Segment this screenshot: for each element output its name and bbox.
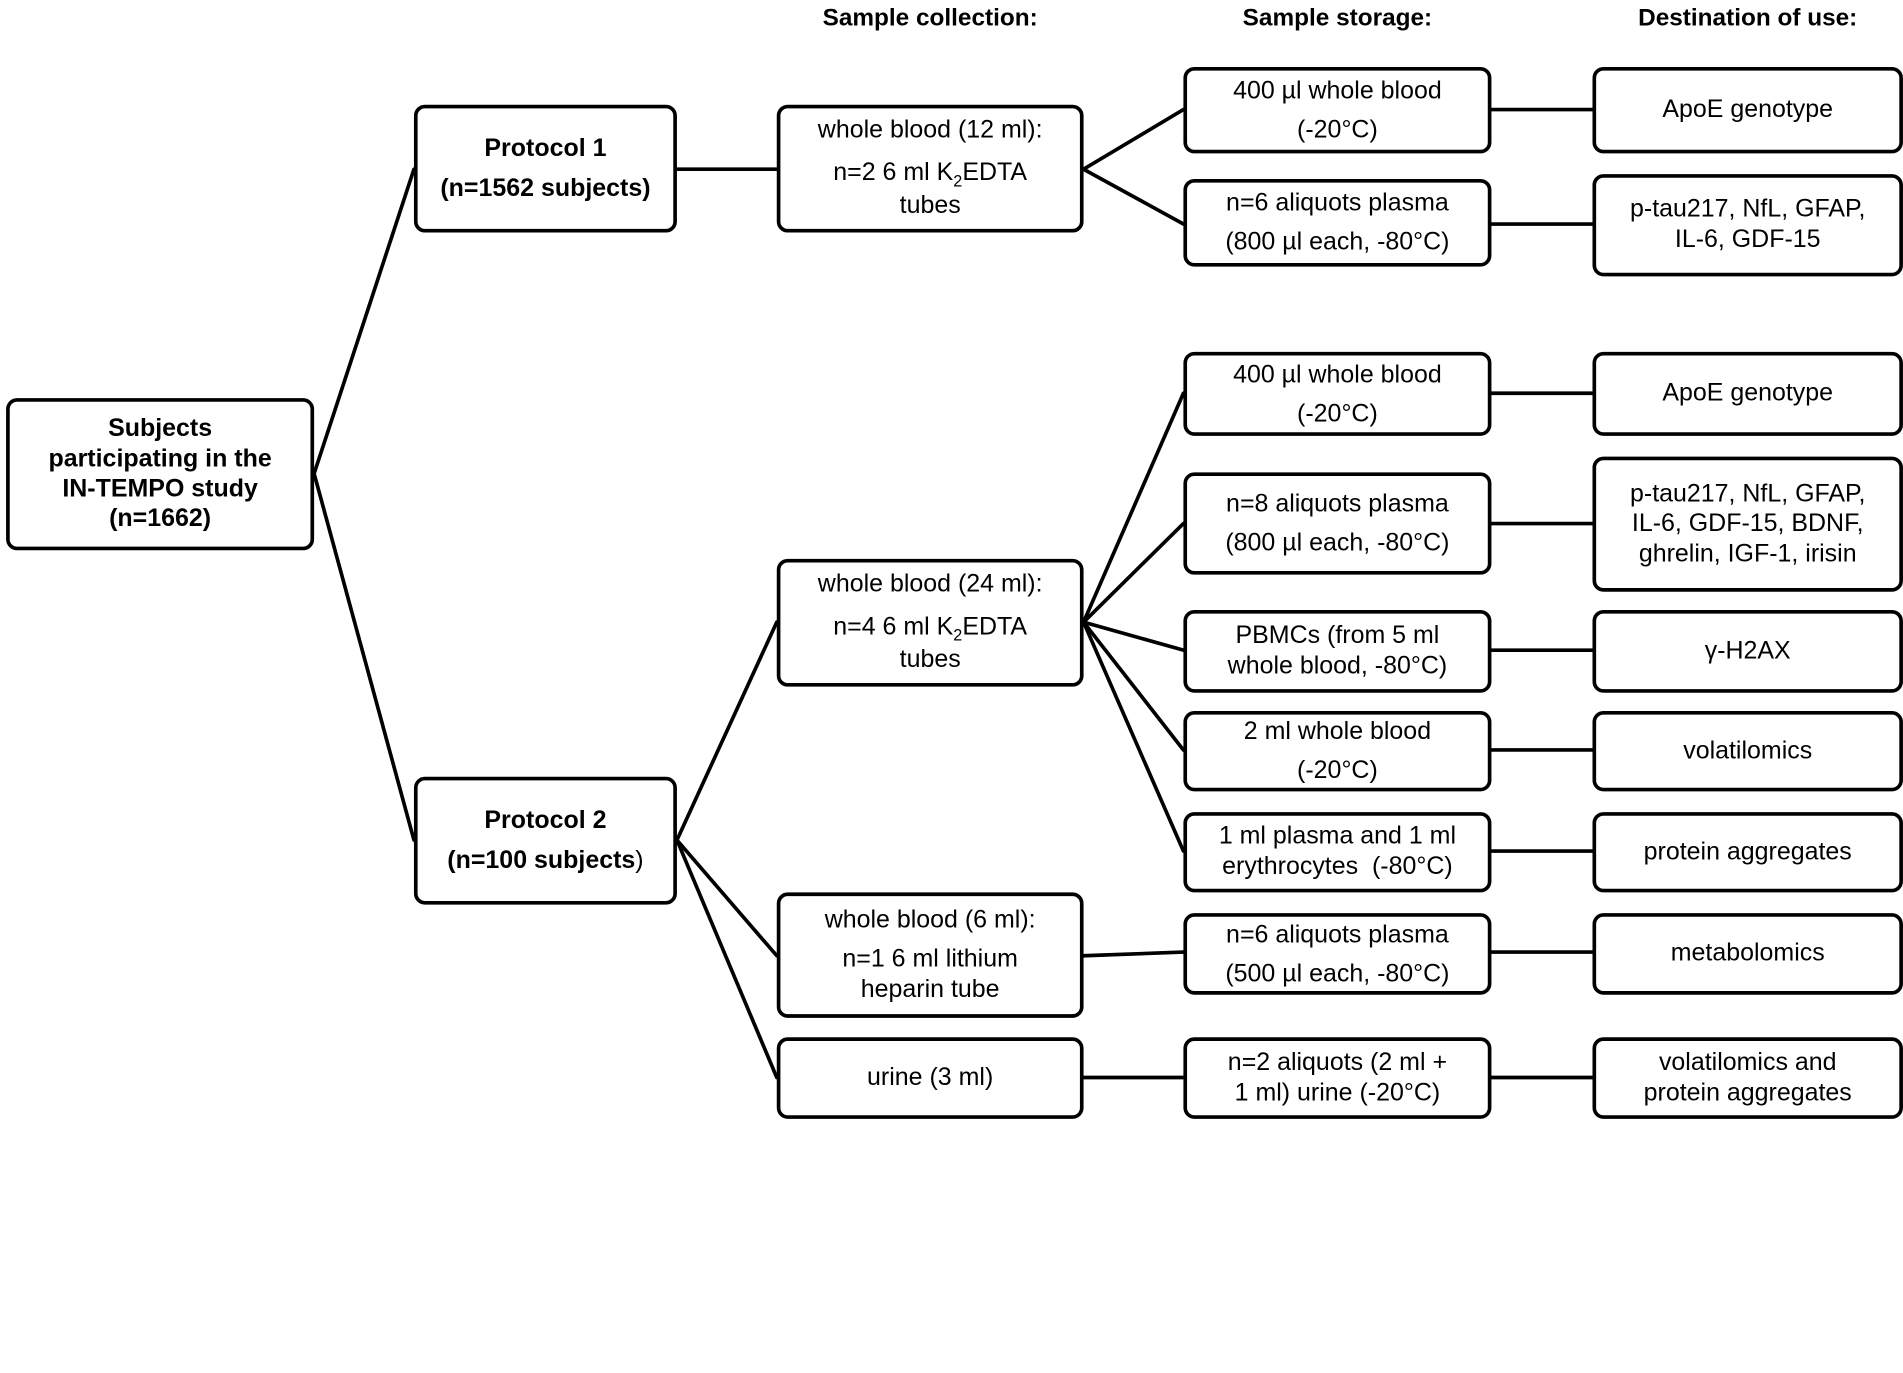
storage-line: n=8 aliquots plasma: [1226, 489, 1449, 518]
collection-line: whole blood (12 ml):: [817, 116, 1043, 145]
edge-root-protocol1: [312, 167, 416, 476]
collection-tube-text: n=2 6 ml K: [833, 158, 954, 187]
storage-line: PBMCs (from 5 ml: [1235, 621, 1440, 650]
storage-line: (500 µl each, -80°C): [1225, 958, 1450, 987]
destination-box-d2: p-tau217, NfL, GFAP, IL-6, GDF-15: [1592, 174, 1903, 277]
edge-c2-s3: [1081, 391, 1186, 624]
storage-box-s5: PBMCs (from 5 ml whole blood, -80°C): [1183, 609, 1492, 693]
storage-line: (800 µl each, -80°C): [1225, 227, 1450, 256]
connector-lines: [312, 107, 1595, 1080]
destination-line: p-tau217, NfL, GFAP,: [1630, 479, 1866, 508]
collection-line: whole blood (24 ml):: [817, 570, 1043, 599]
destination-box-d6: volatilomics: [1592, 711, 1903, 792]
collection-tube-text: EDTA: [962, 158, 1028, 187]
protocol2-count-text: (n=100 subjects: [447, 845, 636, 874]
edge-c1-s1: [1081, 107, 1186, 172]
storage-line: 1 ml plasma and 1 ml: [1218, 822, 1457, 851]
protocol2-title: Protocol 2: [484, 805, 607, 834]
edge-c2-s5: [1081, 620, 1186, 652]
destination-line: protein aggregates: [1643, 1078, 1852, 1107]
collection-line: heparin tube: [860, 974, 1000, 1003]
storage-box-s8: n=6 aliquots plasma (500 µl each, -80°C): [1183, 913, 1492, 995]
collection-line: tubes: [899, 645, 961, 674]
collection-line: n=4 6 ml K2EDTA: [818, 612, 1043, 645]
collection-tube-text: EDTA: [962, 612, 1028, 641]
storage-box-s9: n=2 aliquots (2 ml + 1 ml) urine (-20°C): [1183, 1037, 1492, 1119]
storage-box-s3: 400 µl whole blood (-20°C): [1183, 351, 1492, 436]
root-line: participating in the: [48, 444, 272, 473]
storage-line: 1 ml) urine (-20°C): [1234, 1078, 1441, 1107]
protocol1-box: Protocol 1 (n=1562 subjects): [413, 104, 677, 233]
edge-protocol2-c2: [675, 620, 779, 842]
collection-subscript: 2: [953, 625, 963, 645]
root-line: IN-TEMPO study: [62, 474, 258, 503]
storage-box-s2: n=6 aliquots plasma (800 µl each, -80°C): [1183, 178, 1492, 267]
destination-line: volatilomics: [1683, 736, 1813, 765]
storage-box-s6: 2 ml whole blood (-20°C): [1183, 711, 1492, 792]
storage-line: 400 µl whole blood: [1233, 76, 1442, 105]
storage-line: (-20°C): [1297, 756, 1378, 785]
destination-line: protein aggregates: [1643, 837, 1852, 866]
edge-c2-s4: [1081, 521, 1186, 624]
collection-line: n=1 6 ml lithium: [842, 945, 1018, 974]
root-subjects-box: Subjects participating in the IN-TEMPO s…: [6, 398, 315, 551]
collection-p2-heparin-box: whole blood (6 ml): n=1 6 ml lithium hep…: [776, 892, 1084, 1018]
destination-box-d7: protein aggregates: [1592, 812, 1903, 893]
root-line: Subjects: [108, 414, 213, 443]
destination-line: γ-H2AX: [1704, 636, 1791, 665]
destination-line: metabolomics: [1670, 938, 1825, 967]
protocol2-box: Protocol 2 (n=100 subjects): [413, 776, 677, 905]
destination-box-d3: ApoE genotype: [1592, 351, 1903, 436]
collection-p2-whole-blood-box: whole blood (24 ml): n=4 6 ml K2EDTA tub…: [776, 558, 1084, 687]
collection-p1-whole-blood-box: whole blood (12 ml): n=2 6 ml K2EDTA tub…: [776, 104, 1084, 233]
storage-line: (-20°C): [1297, 398, 1378, 427]
destination-line: ApoE genotype: [1662, 95, 1834, 124]
destination-line: p-tau217, NfL, GFAP,: [1630, 195, 1866, 224]
protocol1-title: Protocol 1: [484, 133, 607, 162]
collection-line: tubes: [899, 191, 961, 220]
storage-line: 2 ml whole blood: [1243, 717, 1432, 746]
protocol1-count: (n=1562 subjects): [440, 173, 651, 202]
storage-box-s1: 400 µl whole blood (-20°C): [1183, 66, 1492, 154]
protocol2-count-paren: ): [635, 845, 644, 874]
storage-line: whole blood, -80°C): [1227, 651, 1448, 680]
destination-line: ApoE genotype: [1662, 378, 1834, 407]
destination-box-d1: ApoE genotype: [1592, 66, 1903, 154]
storage-line: (800 µl each, -80°C): [1225, 528, 1450, 557]
storage-line: n=6 aliquots plasma: [1226, 920, 1449, 949]
collection-subscript: 2: [953, 171, 963, 190]
destination-line: IL-6, GDF-15, BDNF,: [1631, 509, 1864, 538]
storage-box-s7: 1 ml plasma and 1 ml erythrocytes (-80°C…: [1183, 812, 1492, 893]
edge-protocol2-c3: [675, 838, 779, 958]
edge-c2-s6: [1081, 620, 1186, 752]
header-sample-collection: Sample collection:: [822, 4, 1038, 32]
root-line: (n=1662): [109, 504, 212, 533]
destination-box-d9: volatilomics and protein aggregates: [1592, 1037, 1903, 1119]
protocol2-count: (n=100 subjects): [447, 841, 643, 881]
storage-line: erythrocytes (-80°C): [1222, 852, 1453, 881]
collection-line: urine (3 ml): [867, 1063, 994, 1092]
header-sample-storage: Sample storage:: [1242, 4, 1433, 32]
collection-line: whole blood (6 ml):: [824, 905, 1036, 934]
storage-line: n=6 aliquots plasma: [1226, 188, 1449, 218]
collection-p2-urine-box: urine (3 ml): [776, 1037, 1084, 1119]
storage-box-s4: n=8 aliquots plasma (800 µl each, -80°C): [1183, 472, 1492, 575]
destination-box-d5: γ-H2AX: [1592, 609, 1903, 693]
edge-c2-s7: [1081, 620, 1186, 853]
destination-box-d4: p-tau217, NfL, GFAP, IL-6, GDF-15, BDNF,…: [1592, 456, 1903, 592]
storage-line: 400 µl whole blood: [1233, 360, 1442, 389]
destination-box-d8: metabolomics: [1592, 913, 1903, 995]
edge-protocol2-c4: [675, 838, 779, 1080]
storage-line: n=2 aliquots (2 ml +: [1227, 1048, 1448, 1077]
collection-line: n=2 6 ml K2EDTA: [818, 158, 1043, 191]
storage-line: (-20°C): [1297, 115, 1378, 144]
header-destination-of-use: Destination of use:: [1638, 4, 1858, 32]
destination-line: ghrelin, IGF-1, irisin: [1638, 539, 1857, 568]
collection-tube-text: n=4 6 ml K: [833, 612, 954, 641]
edge-c1-s2: [1081, 167, 1186, 226]
destination-line: volatilomics and: [1658, 1048, 1837, 1077]
edge-c3-s8: [1081, 950, 1186, 958]
destination-line: IL-6, GDF-15: [1674, 225, 1821, 254]
edge-root-protocol2: [312, 471, 416, 842]
